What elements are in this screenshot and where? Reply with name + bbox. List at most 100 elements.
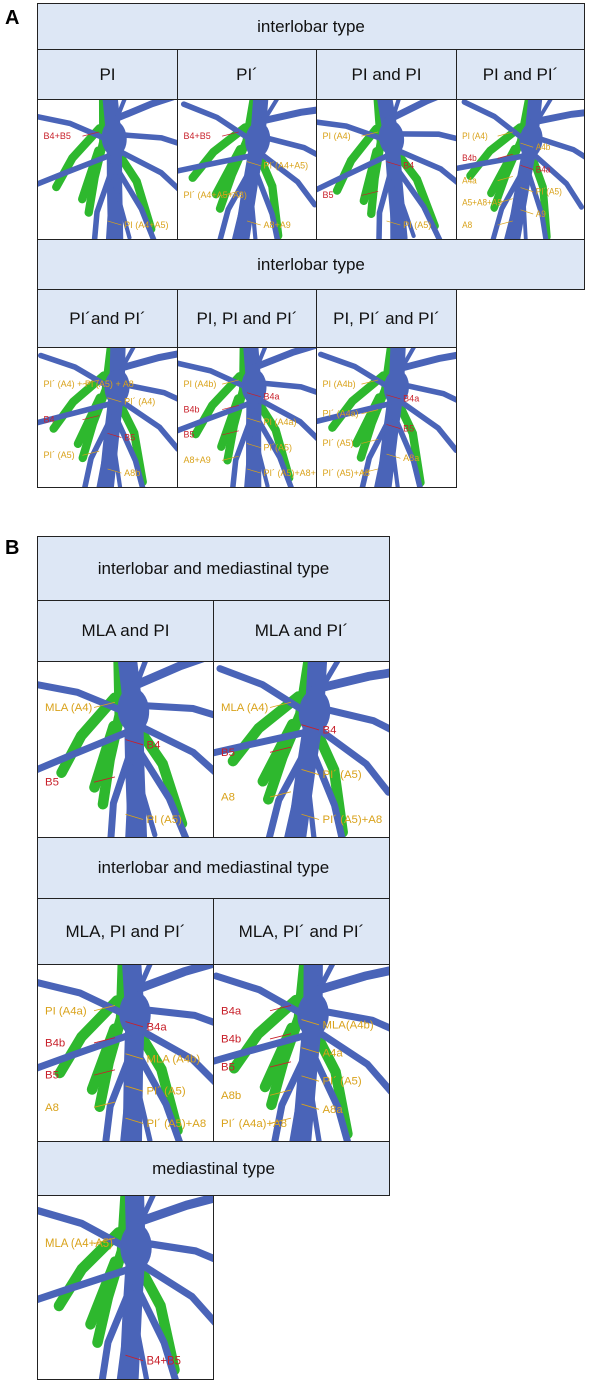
label-leader-line [246, 417, 261, 423]
artery-branch [214, 1032, 309, 1068]
artery-branch [373, 429, 390, 487]
label-leader-line [82, 450, 100, 456]
label-leader-line [107, 397, 122, 403]
artery-branch [288, 1068, 307, 1141]
label-leader-line [269, 1117, 292, 1124]
artery-branch [38, 113, 115, 145]
artery-trunk [117, 687, 150, 733]
artery-branch [131, 1005, 213, 1029]
bronchus-label: B5 [221, 1062, 235, 1074]
bronchus-label: B4a [536, 164, 551, 174]
artery-label: A8a [323, 1104, 344, 1116]
artery-branch [108, 100, 177, 124]
artery-label: PI´ (A5)+A8 [323, 468, 370, 478]
label-leader-line [246, 161, 261, 167]
label-leader-line [361, 131, 379, 137]
artery-label: PI´ (A4a) [323, 409, 359, 419]
panel-a-letter: A [5, 7, 20, 29]
artery-branch [249, 422, 270, 487]
label-leader-line [301, 1075, 320, 1082]
artery-branch [307, 1023, 389, 1095]
bronchus-branch [227, 691, 304, 767]
label-leader-line [386, 453, 401, 459]
label-leader-line [246, 468, 261, 474]
bronchus-label: B4b [462, 153, 477, 163]
artery-label: PI´ (A4a)+A8 [221, 1118, 287, 1130]
artery-branch [311, 703, 389, 737]
artery-label: A8 [45, 1102, 59, 1114]
label-leader-line [246, 443, 261, 449]
artery-branch [116, 1303, 132, 1379]
label-leader-line [107, 468, 122, 474]
artery-trunk [245, 121, 271, 158]
artery-label: PI´ (A5)+A8+A9 [264, 468, 316, 478]
artery-label: MLA(A4b) [323, 1019, 374, 1031]
artery-label: PI´(A5) [536, 186, 562, 196]
label-leader-line [269, 1089, 292, 1096]
label-leader-line [125, 1354, 144, 1362]
artery-trunk [298, 689, 331, 735]
vessel-tree [38, 100, 177, 239]
artery-branch [317, 152, 392, 194]
bronchus-label: B4a [221, 1005, 242, 1017]
artery-branch [248, 348, 316, 373]
artery-branch [38, 978, 136, 1022]
artery-branch [110, 145, 177, 195]
label-leader-line [301, 1103, 320, 1110]
label-leader-line [269, 701, 292, 708]
artery-branch [95, 429, 112, 487]
artery-label: A8 [462, 220, 472, 230]
artery-branch [180, 101, 258, 146]
bronchus-branch [328, 371, 388, 432]
artery-trunk [519, 122, 543, 159]
artery-branch [38, 680, 134, 718]
bronchus-label: B4 [403, 161, 414, 171]
artery-label: A8a [403, 453, 420, 463]
bronchus-branch [49, 371, 108, 433]
label-leader-line [93, 1069, 116, 1076]
artery-branch [129, 755, 158, 837]
cell-pi-and-pi-title: PI and PI [316, 49, 457, 100]
artery-branch [216, 167, 254, 239]
artery-branch [390, 173, 416, 239]
bronchus-label: B4a [403, 394, 420, 404]
artery-branch [304, 1040, 354, 1141]
artery-branch [249, 407, 296, 487]
artery-branch [391, 394, 456, 454]
label-leader-line [497, 220, 513, 226]
artery-branch [91, 166, 115, 239]
artery-branch [229, 414, 255, 487]
artery-branch [393, 380, 456, 407]
artery-branch [114, 380, 177, 405]
artery-branch [251, 379, 316, 397]
artery-label: PI´ (A5) [323, 438, 354, 448]
label-leader-line [125, 1117, 144, 1124]
artery-branch [128, 1040, 186, 1141]
artery-branch [38, 1265, 133, 1304]
bronchus-label: B4b [221, 1033, 241, 1045]
artery-branch [461, 100, 531, 146]
artery-branch [384, 100, 456, 124]
artery-label: PI´ (A5) [323, 769, 362, 781]
label-leader-line [93, 701, 116, 708]
artery-label: MLA (A4+A5) [45, 1237, 113, 1250]
artery-label: PI (A4a) [264, 417, 297, 427]
label-leader-line [520, 142, 534, 148]
label-leader-line [269, 1005, 292, 1012]
artery-trunk [383, 369, 410, 406]
vessel-tree [178, 100, 316, 239]
bronchus-branch [332, 124, 381, 195]
artery-branch [307, 965, 389, 997]
artery-label: MLA (A4) [221, 702, 269, 714]
artery-branch [389, 408, 426, 487]
artery-branch [269, 1049, 310, 1141]
artery-branch [80, 414, 115, 487]
label-leader-line [246, 392, 261, 398]
artery-branch [128, 736, 191, 837]
